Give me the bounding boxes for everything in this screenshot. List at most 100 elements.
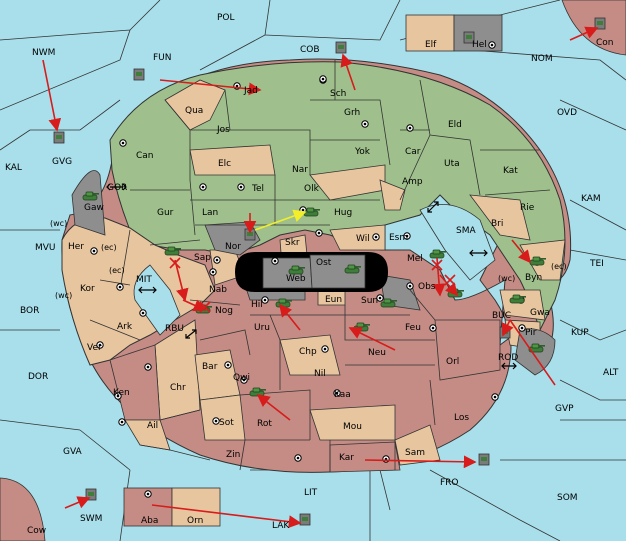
land-label-nar: Nar bbox=[292, 165, 308, 175]
sea-label-kal: KAL bbox=[5, 163, 22, 173]
sea-label-mvu: MVU bbox=[35, 243, 56, 253]
land-label-wil: Wil bbox=[356, 234, 370, 244]
land-label-her: Her bbox=[68, 242, 84, 252]
land-label-sam: Sam bbox=[405, 448, 425, 458]
land-label-feu: Feu bbox=[405, 323, 421, 333]
sea-label-pol: POL bbox=[217, 13, 235, 23]
land-label-can: Can bbox=[136, 151, 154, 161]
land-label-ail: Ail bbox=[147, 421, 158, 431]
land-label-rie: Rie bbox=[520, 203, 535, 213]
land-label-byn: Byn bbox=[525, 273, 542, 283]
land-label-web: Web bbox=[286, 274, 306, 284]
land-label-skr: Skr bbox=[285, 238, 300, 248]
land-ost bbox=[309, 254, 366, 289]
land-label-grh: Grh bbox=[344, 108, 360, 118]
land-label-ken: Ken bbox=[113, 388, 130, 398]
land-label-car: Car bbox=[405, 147, 421, 157]
sea-label-tei: TEI bbox=[589, 259, 604, 269]
land-label-jad: Jad bbox=[243, 86, 258, 96]
sea-labels: POL NWM FUN COB NOM Con KAL GVG OVD KAM … bbox=[5, 13, 619, 536]
sea-label-bor: BOR bbox=[20, 306, 39, 316]
land-label-aba: Aba bbox=[141, 516, 158, 526]
land-label-elc: Elc bbox=[218, 159, 231, 169]
land-label-hil: Hil bbox=[251, 300, 263, 310]
land-label-kat: Kat bbox=[503, 166, 518, 176]
sea-label-gor: GOR bbox=[107, 183, 127, 193]
sea-label-alt: ALT bbox=[603, 368, 619, 378]
land-label-los: Los bbox=[454, 413, 469, 423]
land-label-obs: Obs bbox=[418, 282, 436, 292]
sea-label-kam: KAM bbox=[581, 194, 601, 204]
sea-label-dor: DOR bbox=[28, 372, 48, 382]
land-label-bri: Bri bbox=[491, 219, 503, 229]
coast-tag-kor-ec: (ec) bbox=[109, 266, 125, 275]
coast-tag-her-wc: (wc) bbox=[50, 219, 67, 228]
land-label-sch: Sch bbox=[330, 89, 346, 99]
land-label-esm: Esm bbox=[389, 233, 408, 243]
land-label-zin: Zin bbox=[226, 450, 240, 460]
coast-tag-kor-wc: (wc) bbox=[55, 291, 72, 300]
land-label-lan: Lan bbox=[202, 208, 218, 218]
coast-tag-byn-ec: (ec) bbox=[551, 262, 567, 271]
land-label-uru: Uru bbox=[254, 323, 270, 333]
land-label-rot: Rot bbox=[257, 419, 272, 429]
land-label-sun: Sun bbox=[361, 296, 378, 306]
land-label-nor: Nor bbox=[225, 242, 241, 252]
coast-tag-byn-wc: (wc) bbox=[498, 274, 515, 283]
coast-tags: (wc) (ec) (ec) (wc) (wc) (ec) bbox=[50, 219, 567, 300]
land-label-kaa: Kaa bbox=[334, 390, 351, 400]
land-label-yok: Yok bbox=[354, 147, 371, 157]
sea-label-gvp: GVP bbox=[555, 404, 574, 414]
sea-label-kup: KUP bbox=[571, 328, 589, 338]
orders bbox=[42, 26, 599, 529]
sea-label-nwm: NWM bbox=[32, 48, 55, 58]
land-label-olk: Olk bbox=[304, 184, 320, 194]
land-label-jos: Jos bbox=[216, 125, 230, 135]
sea-label-mit: MIT bbox=[136, 275, 152, 285]
land-label-mel: Mel bbox=[407, 254, 423, 264]
land-elf bbox=[405, 14, 455, 52]
land-label-bar: Bar bbox=[202, 362, 218, 372]
land-label-neu: Neu bbox=[368, 348, 386, 358]
land-label-orl: Orl bbox=[446, 357, 459, 367]
land-label-kar: Kar bbox=[339, 453, 354, 463]
sea-label-gva: GVA bbox=[63, 447, 83, 457]
sea-label-swm: SWM bbox=[80, 514, 102, 524]
region-lines bbox=[89, 60, 551, 472]
sea-label-buc: BUC bbox=[492, 311, 511, 321]
land-label-qua: Qua bbox=[185, 106, 203, 116]
land-label-gur: Gur bbox=[157, 208, 174, 218]
land-label-ost: Ost bbox=[316, 258, 332, 268]
land-label-orn: Orn bbox=[187, 516, 203, 526]
land-label-amp: Amp bbox=[402, 177, 423, 187]
sea-label-lak: LAK bbox=[272, 521, 290, 531]
sea-label-sma: SMA bbox=[456, 226, 476, 236]
sea-label-rod: ROD bbox=[498, 353, 518, 363]
order-support-yellow bbox=[254, 209, 307, 231]
inner-seas bbox=[133, 204, 496, 336]
sea-label-gvg: GVG bbox=[52, 157, 72, 167]
passage-arrows bbox=[106, 183, 517, 370]
land-label-pir: Pir bbox=[525, 328, 537, 338]
sea-label-fro: FRO bbox=[440, 478, 459, 488]
land-label-chr: Chr bbox=[170, 383, 186, 393]
land-label-ver: Ver bbox=[87, 343, 102, 353]
coast-tag-her-ec: (ec) bbox=[101, 243, 117, 252]
land-label-sot: Sot bbox=[219, 418, 234, 428]
sea-label-fun: FUN bbox=[153, 53, 172, 63]
land-label-hel: Hel bbox=[472, 40, 487, 50]
sea-label-som: SOM bbox=[557, 493, 578, 503]
land-label-hug: Hug bbox=[334, 208, 352, 218]
sea-label-nom: NOM bbox=[531, 54, 553, 64]
land-label-nil: Nil bbox=[314, 369, 326, 379]
land-labels: Elf Hel Jad Sch Qua Jos Grh Eld Can Elc … bbox=[68, 40, 550, 526]
land-label-eun: Eun bbox=[325, 295, 342, 305]
land-label-kor: Kor bbox=[80, 284, 95, 294]
land-label-uta: Uta bbox=[444, 159, 460, 169]
land-label-gwa: Gwa bbox=[530, 308, 550, 318]
land-label-chp: Chp bbox=[299, 347, 317, 357]
land-label-gaw: Gaw bbox=[84, 203, 104, 213]
sea-label-ovd: OVD bbox=[557, 108, 577, 118]
